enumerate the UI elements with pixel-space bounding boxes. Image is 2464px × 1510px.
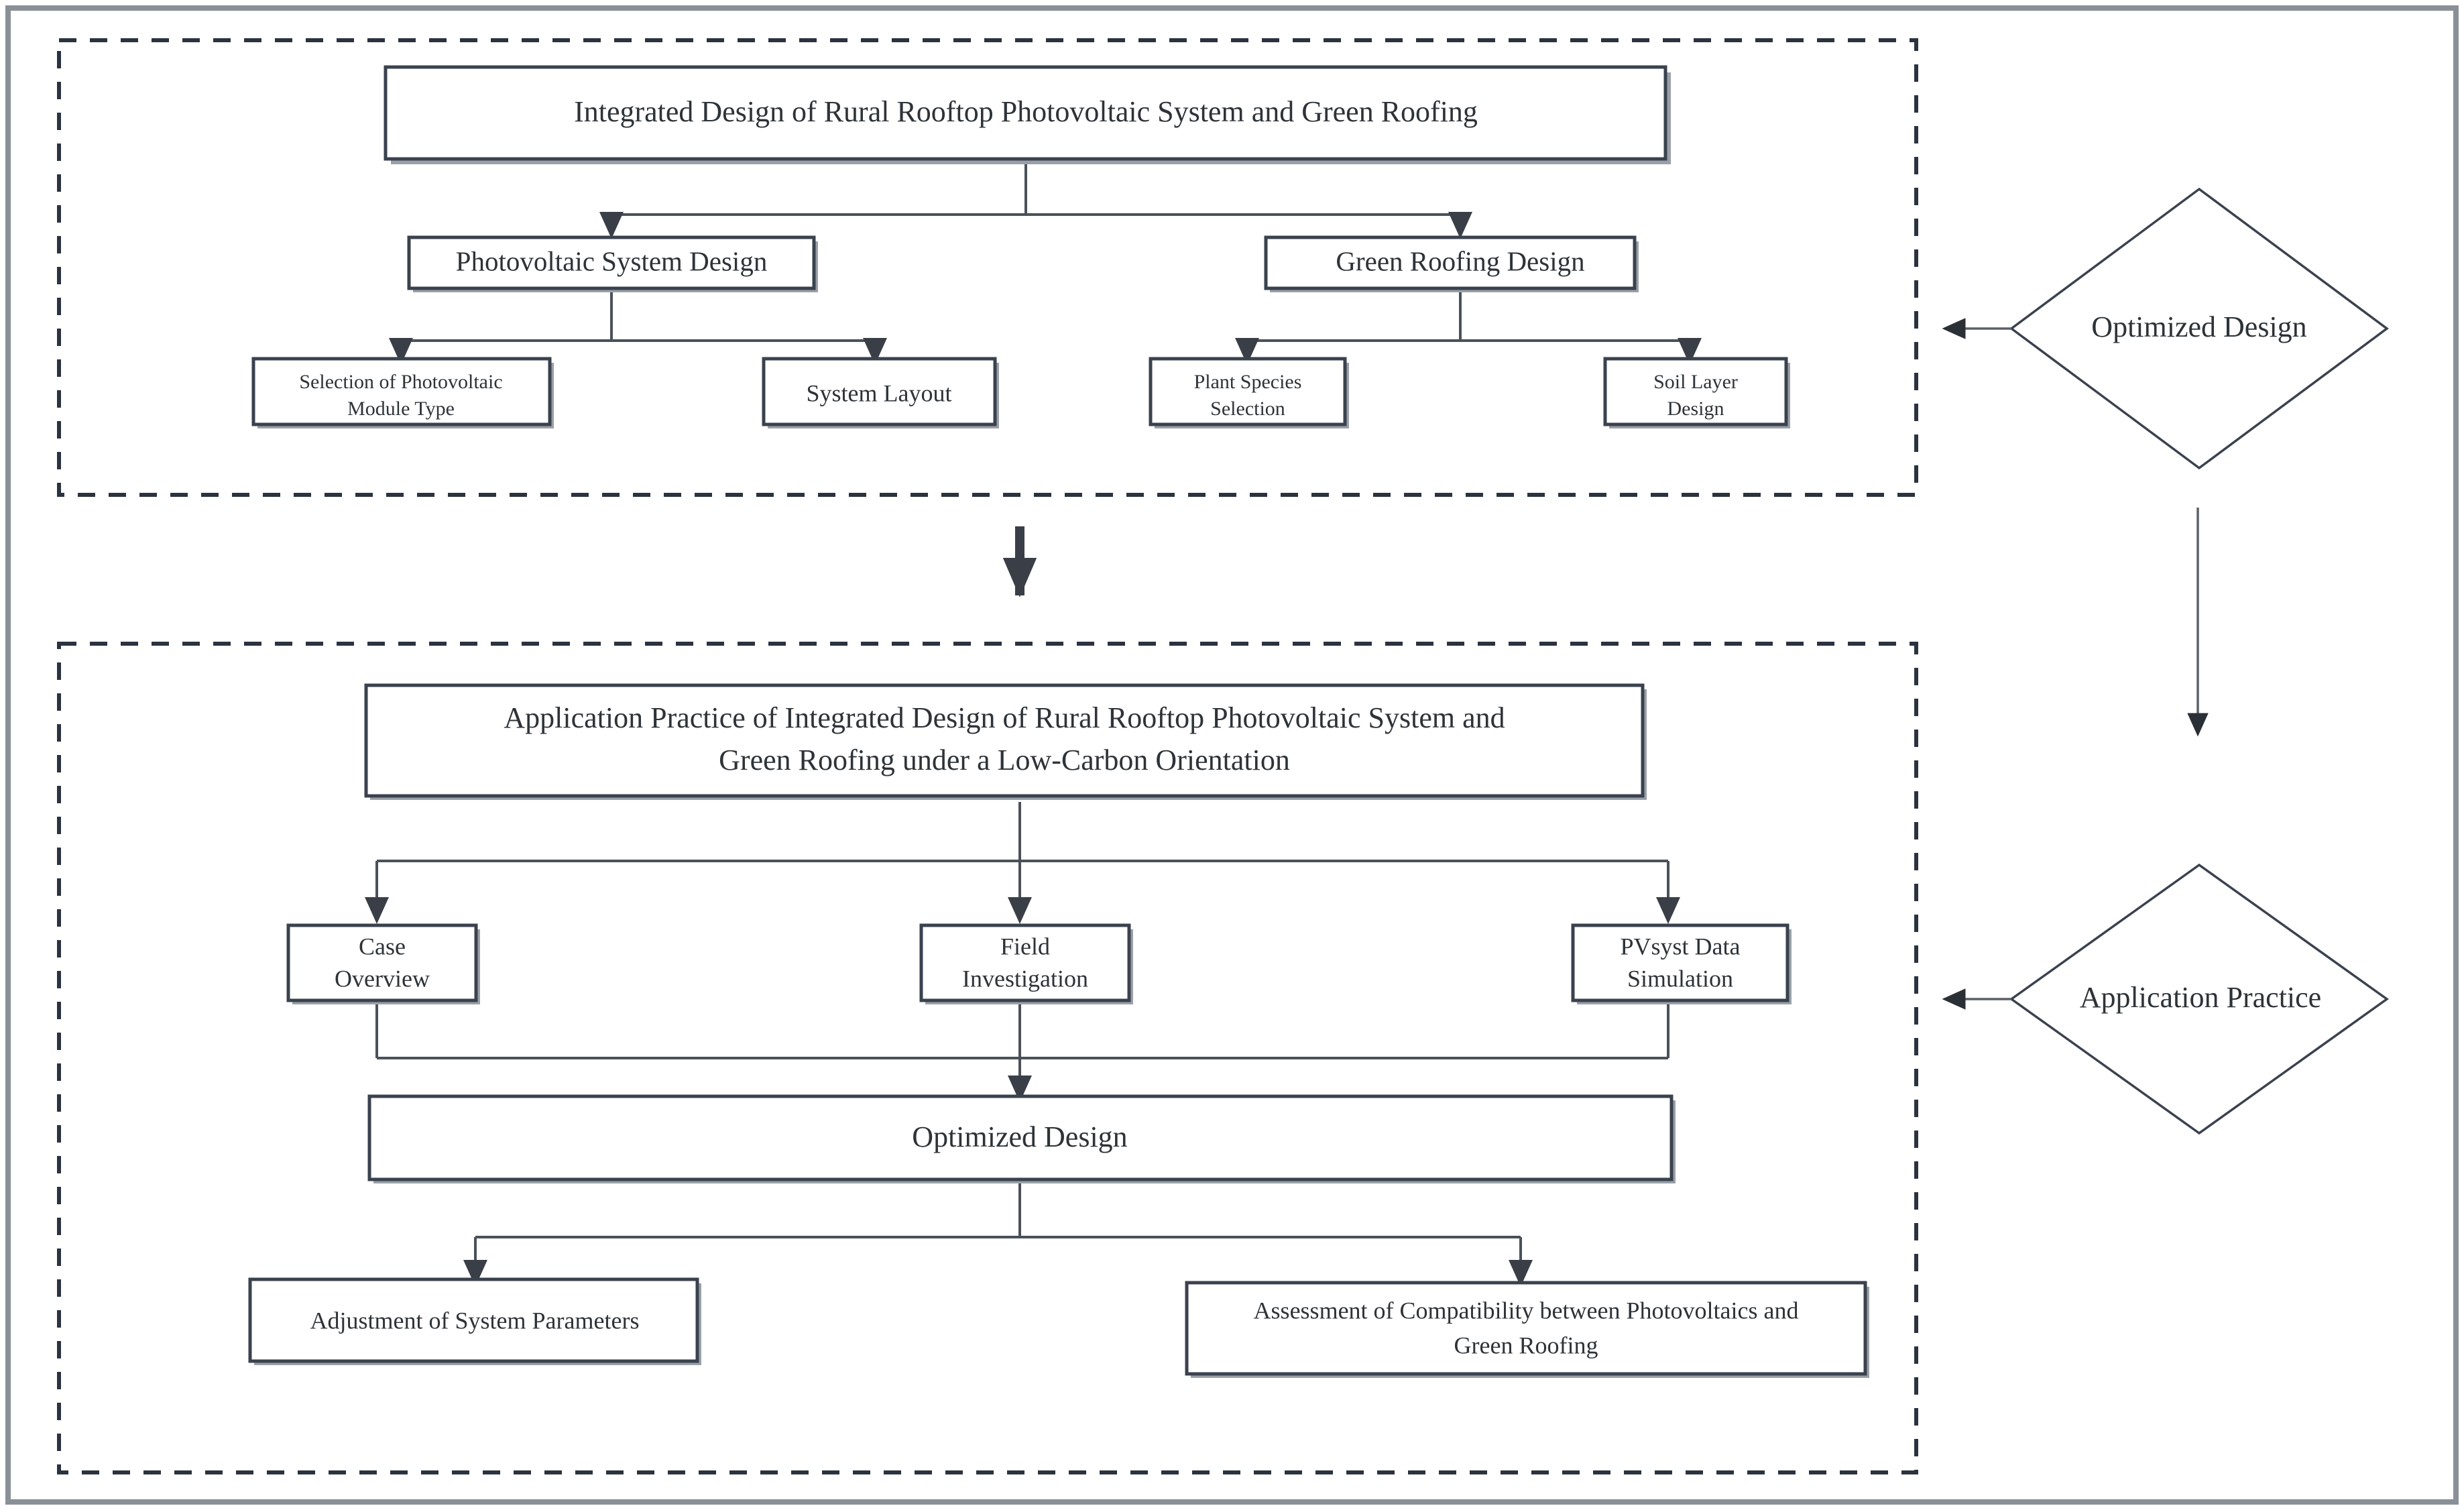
node-label-plant-species-line2: Selection: [1210, 398, 1285, 420]
group-box-integrated-design: [57, 38, 1918, 497]
node-green-roofing-design[interactable]: [1264, 235, 1637, 290]
node-label-field-investigation-line2: Investigation: [962, 965, 1088, 992]
node-label-application-title-line2: Green Roofing under a Low-Carbon Orienta…: [719, 744, 1290, 776]
decision-optimized-design[interactable]: [2009, 187, 2389, 470]
node-module-type[interactable]: [251, 357, 552, 426]
node-system-layout[interactable]: [762, 357, 997, 426]
node-label-pvsyst-line2: Simulation: [1627, 965, 1733, 992]
node-application-title[interactable]: [364, 683, 1645, 798]
node-field-investigation[interactable]: [919, 923, 1131, 1002]
node-root-design[interactable]: [384, 65, 1667, 161]
node-label-optimized-design-box: Optimized Design: [912, 1120, 1127, 1153]
node-plant-species[interactable]: [1149, 357, 1347, 426]
decision-label-optimized-design: Optimized Design: [2091, 310, 2306, 343]
node-label-module-type-line1: Selection of Photovoltaic: [299, 371, 502, 393]
node-label-root-design: Integrated Design of Rural Rooftop Photo…: [574, 95, 1478, 128]
node-adjustment-params[interactable]: [248, 1277, 699, 1363]
node-label-pvsyst-line1: PVsyst Data: [1621, 933, 1741, 960]
node-label-case-overview-line1: Case: [359, 933, 406, 960]
node-pv-system-design[interactable]: [407, 235, 816, 290]
node-optimized-design-box[interactable]: [367, 1094, 1674, 1181]
decision-application-practice[interactable]: [2009, 863, 2390, 1135]
node-label-pv-system-design: Photovoltaic System Design: [456, 245, 768, 276]
node-label-field-investigation-line1: Field: [1000, 933, 1050, 960]
node-label-system-layout: System Layout: [807, 380, 952, 406]
group-box-application-practice: [57, 642, 1918, 1474]
node-label-plant-species-line1: Plant Species: [1194, 371, 1302, 393]
node-label-soil-layer-line2: Design: [1667, 398, 1724, 420]
node-case-overview[interactable]: [286, 923, 478, 1002]
node-label-application-title-line1: Application Practice of Integrated Desig…: [504, 701, 1505, 734]
node-label-case-overview-line2: Overview: [335, 965, 430, 992]
node-assessment[interactable]: [1185, 1281, 1867, 1376]
outer-frame: [5, 5, 2459, 1505]
node-label-module-type-line2: Module Type: [347, 398, 455, 420]
node-pvsyst[interactable]: [1571, 923, 1790, 1002]
node-soil-layer[interactable]: [1603, 357, 1788, 426]
node-label-adjustment-params: Adjustment of System Parameters: [310, 1307, 640, 1334]
decision-label-application-practice: Application Practice: [2080, 981, 2321, 1014]
node-label-assessment-line1: Assessment of Compatibility between Phot…: [1254, 1297, 1799, 1324]
node-label-green-roofing-design: Green Roofing Design: [1336, 245, 1584, 276]
node-label-assessment-line2: Green Roofing: [1454, 1332, 1598, 1358]
node-label-soil-layer-line1: Soil Layer: [1653, 371, 1738, 393]
